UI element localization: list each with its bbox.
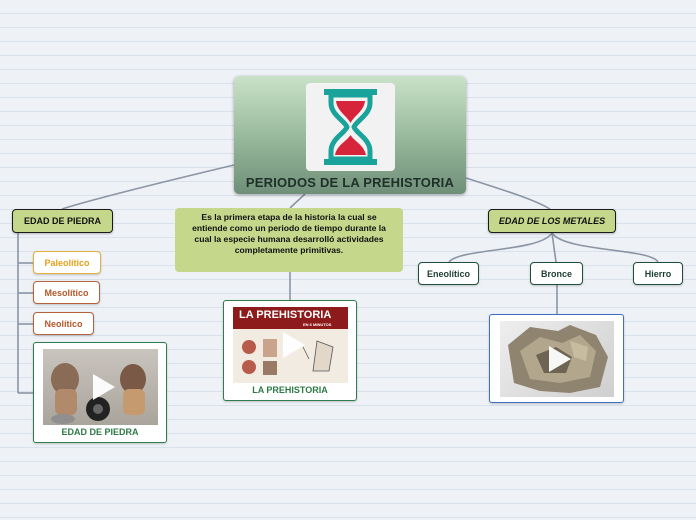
subtopic-paleolitico[interactable]: Paleolítico bbox=[33, 251, 101, 274]
video-label-la-prehistoria: LA PREHISTORIA bbox=[224, 385, 356, 395]
video-card-la-prehistoria[interactable]: LA PREHISTORIA EN 6 MINUTOS LA PREHISTOR… bbox=[223, 300, 357, 401]
play-icon[interactable] bbox=[93, 374, 115, 400]
central-topic-title: PERIODOS DE LA PREHISTORIA bbox=[234, 175, 466, 190]
connector-root-metales bbox=[466, 178, 550, 209]
subtopic-bronce[interactable]: Bronce bbox=[530, 262, 583, 285]
subtopic-neolitico[interactable]: Neolítico bbox=[33, 312, 94, 335]
connector-root-desc bbox=[290, 194, 305, 208]
topic-description[interactable]: Es la primera etapa de la historia la cu… bbox=[175, 208, 403, 272]
play-icon[interactable] bbox=[283, 332, 305, 358]
video-thumbnail-bronce[interactable] bbox=[500, 321, 614, 397]
subtopic-hierro[interactable]: Hierro bbox=[633, 262, 683, 285]
connector-root-piedra bbox=[62, 165, 234, 209]
video-thumbnail-cavemen[interactable] bbox=[43, 349, 158, 425]
hourglass-icon bbox=[306, 83, 395, 171]
central-topic[interactable]: PERIODOS DE LA PREHISTORIA bbox=[234, 76, 466, 194]
topic-edad-de-piedra[interactable]: EDAD DE PIEDRA bbox=[12, 209, 113, 233]
hourglass-image bbox=[306, 83, 395, 171]
video-thumbnail-prehistoria[interactable]: LA PREHISTORIA EN 6 MINUTOS bbox=[233, 307, 348, 383]
video-label-edad-de-piedra: EDAD DE PIEDRA bbox=[34, 427, 166, 437]
play-icon[interactable] bbox=[549, 346, 571, 372]
topic-edad-de-los-metales[interactable]: EDAD DE LOS METALES bbox=[488, 209, 616, 233]
subtopic-mesolitico[interactable]: Mesolítico bbox=[33, 281, 100, 304]
connector-metales-eneo bbox=[449, 233, 552, 262]
connector-metales-hierro bbox=[552, 233, 658, 262]
video-card-bronce[interactable] bbox=[489, 314, 624, 403]
video-card-edad-de-piedra[interactable]: EDAD DE PIEDRA bbox=[33, 342, 167, 443]
subtopic-eneolitico[interactable]: Eneolítico bbox=[418, 262, 479, 285]
